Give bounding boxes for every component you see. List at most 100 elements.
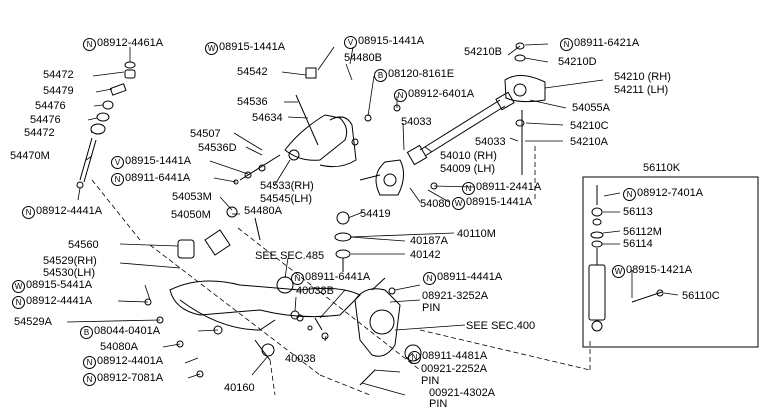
part-label: 54480B [344,52,382,64]
part-label: SEE SEC.485 [255,250,325,262]
part-label: 54210A [570,136,608,148]
label-prefix-icon: W [612,265,625,278]
anchor-arm [504,42,546,175]
part-label: 54480A [244,205,282,217]
part-label: 40038 [285,353,316,365]
label-prefix-icon: V [344,36,357,49]
part-label: 56110C [682,290,720,302]
label-prefix-icon: W [452,197,465,210]
reference-dashed-lines [91,146,591,396]
part-label: 40160 [224,382,255,394]
part-label: 54529A [14,316,52,328]
label-prefix-icon: V [111,156,124,169]
part-label: 54476 [35,100,66,112]
part-label: 54033 [401,116,432,128]
part-label: 08921-3252A [422,290,489,302]
part-label: 54507 [190,128,221,140]
part-label: 54080A [100,341,138,353]
part-label: 54419 [360,208,391,220]
part-label: 54010 (RH) [440,150,497,162]
part-label: 54050M [171,209,211,221]
part-label: 54211 (LH) [614,84,669,96]
part-label: 54033 [475,136,506,148]
part-label: 54472 [43,69,74,81]
part-label: PIN [421,375,440,387]
part-label: 40187A [410,235,448,247]
label-prefix-icon: N [83,356,96,369]
part-label: 54210C [570,120,609,132]
label-prefix-icon: N [22,206,35,219]
torsion-bar [406,91,515,166]
part-label: 56110K [643,162,681,174]
part-label: 54470M [10,150,50,162]
part-label: 54529(RH) [43,255,97,267]
label-prefix-icon: N [462,182,475,195]
part-label: 54533(RH) [260,180,314,192]
part-label: 40038B [296,285,334,297]
part-label: 54536 [237,96,268,108]
part-label: 54479 [43,85,74,97]
part-label: 00921-2252A [421,363,488,375]
shock-absorber-inset-box [582,176,759,348]
label-prefix-icon: N [83,38,96,51]
part-label: SEE SEC.400 [466,320,536,332]
part-label: 54472 [24,127,55,139]
part-label: 40142 [410,249,441,261]
label-prefix-icon: W [205,42,218,55]
part-label: 54530(LH) [43,267,95,279]
part-label: 54476 [30,114,61,126]
part-label: 54545(LH) [260,193,312,205]
label-prefix-icon: W [12,280,25,293]
part-label: 40110M [457,228,496,240]
part-label: 54080 [420,198,451,210]
part-label: 56112M [623,226,662,238]
part-label: 54053M [172,191,212,203]
label-prefix-icon: N [12,296,25,309]
part-label: 00921-4302A [429,387,496,399]
shock-absorber [588,185,664,332]
part-label: 54055A [572,102,610,114]
part-label: 54210 (RH) [614,71,671,83]
upper-link-arm [233,67,357,185]
part-label: 54634 [252,112,283,124]
part-label: 54542 [237,66,268,78]
label-prefix-icon: N [623,188,636,201]
part-label: 56113 [623,206,653,218]
part-label: PIN [429,398,448,410]
part-label: 54536D [198,142,237,154]
part-label: PIN [422,302,441,314]
label-prefix-icon: B [374,69,387,82]
knuckle [354,277,422,386]
label-prefix-icon: N [83,373,96,386]
lower-link-arm [144,229,361,335]
part-label: 54009 (LH) [440,163,496,175]
part-label: 54560 [68,239,99,251]
part-label: 54210B [464,46,502,58]
label-prefix-icon: N [394,89,407,102]
label-prefix-icon: N [423,272,436,285]
label-prefix-icon: N [408,351,421,364]
label-prefix-icon: N [291,272,304,285]
label-prefix-icon: B [80,326,93,339]
